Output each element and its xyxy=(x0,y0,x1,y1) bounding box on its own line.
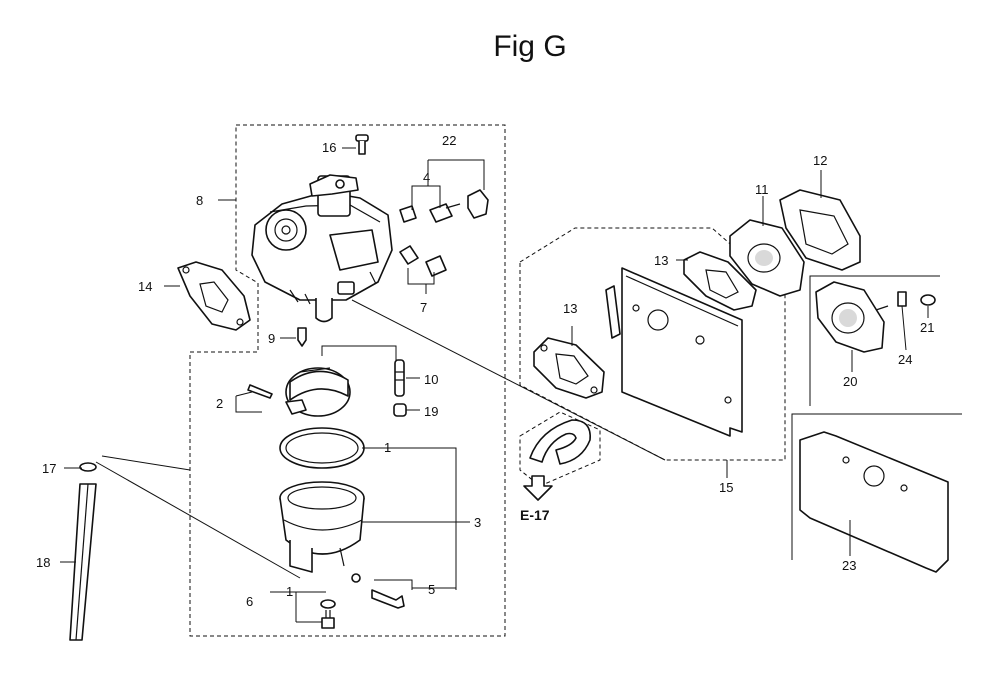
air-cleaner-adapter-20 xyxy=(815,281,889,353)
jet-19 xyxy=(393,403,407,417)
leader-lines xyxy=(60,147,929,623)
callout-2: 2 xyxy=(216,396,223,411)
fuel-tube xyxy=(69,483,97,641)
carburetor-gasket-14 xyxy=(177,261,251,331)
drain-bolt-and-washer xyxy=(320,599,336,629)
gasket-23 xyxy=(799,431,949,573)
main-jet xyxy=(297,327,307,347)
screw-16 xyxy=(355,134,369,155)
callout-4: 4 xyxy=(423,170,430,185)
float-chamber-gasket xyxy=(279,427,365,469)
insulator-gasket-13-right xyxy=(683,251,757,311)
bolt-24 xyxy=(897,291,907,307)
callout-11: 11 xyxy=(755,182,769,197)
callout-13-left: 13 xyxy=(563,301,577,316)
callout-7: 7 xyxy=(420,300,427,315)
reference-arrow-icon xyxy=(523,475,553,501)
callout-22: 22 xyxy=(442,133,456,148)
callout-19: 19 xyxy=(424,404,438,419)
sub-boundary-right-upper xyxy=(809,275,940,406)
callout-1-upper: 1 xyxy=(384,440,391,455)
breather-tube-reference xyxy=(519,411,601,501)
callout-12: 12 xyxy=(813,153,827,168)
air-cleaner-adapter-11 xyxy=(729,219,805,297)
float-chamber xyxy=(279,481,365,573)
callout-15: 15 xyxy=(719,480,733,495)
screw-set-7 xyxy=(399,245,447,277)
gasket-12 xyxy=(779,189,861,271)
callout-20: 20 xyxy=(843,374,857,389)
drain-screw xyxy=(351,573,405,609)
callout-9: 9 xyxy=(268,331,275,346)
callout-3: 3 xyxy=(474,515,481,530)
callout-14: 14 xyxy=(138,279,152,294)
insulator-group-boundary xyxy=(519,227,786,461)
carburetor-body xyxy=(251,174,393,323)
sub-boundary-right-lower xyxy=(791,413,962,560)
cap-21 xyxy=(920,294,936,306)
tube-clip xyxy=(79,462,97,472)
callout-17: 17 xyxy=(42,461,56,476)
callout-21: 21 xyxy=(920,320,934,335)
callout-24: 24 xyxy=(898,352,912,367)
callout-6: 6 xyxy=(246,594,253,609)
callout-16: 16 xyxy=(322,140,336,155)
callout-23: 23 xyxy=(842,558,856,573)
callout-8: 8 xyxy=(196,193,203,208)
reference-e17: E-17 xyxy=(520,507,550,523)
callout-13-right: 13 xyxy=(654,253,668,268)
float-assembly xyxy=(247,367,351,417)
callout-labels: 8 16 22 4 7 14 9 10 19 2 1 3 5 6 1 17 18… xyxy=(36,133,934,609)
nozzle-10 xyxy=(394,359,405,397)
insulator-plate xyxy=(605,267,743,437)
figure-title: Fig G xyxy=(493,30,567,63)
carburetor-group-boundary xyxy=(189,124,506,637)
pilot-screw-set xyxy=(399,189,489,223)
callout-18: 18 xyxy=(36,555,50,570)
callout-5: 5 xyxy=(428,582,435,597)
callout-10: 10 xyxy=(424,372,438,387)
insulator-gasket-13-left xyxy=(533,337,605,399)
callout-1-lower: 1 xyxy=(286,584,293,599)
